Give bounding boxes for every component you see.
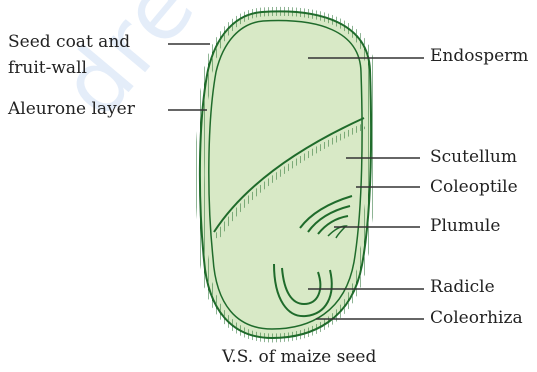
label-coleorhiza: Coleorhiza <box>430 308 523 328</box>
label-scutellum: Scutellum <box>430 147 517 167</box>
label-coleoptile: Coleoptile <box>430 177 518 197</box>
label-seed-coat: Seed coat and <box>8 32 130 52</box>
label-aleurone-layer: Aleurone layer <box>8 99 135 119</box>
diagram-caption: V.S. of maize seed <box>222 347 376 367</box>
label-endosperm: Endosperm <box>430 46 528 66</box>
label-fruit-wall: fruit-wall <box>8 58 87 78</box>
label-plumule: Plumule <box>430 216 500 236</box>
label-radicle: Radicle <box>430 277 495 297</box>
